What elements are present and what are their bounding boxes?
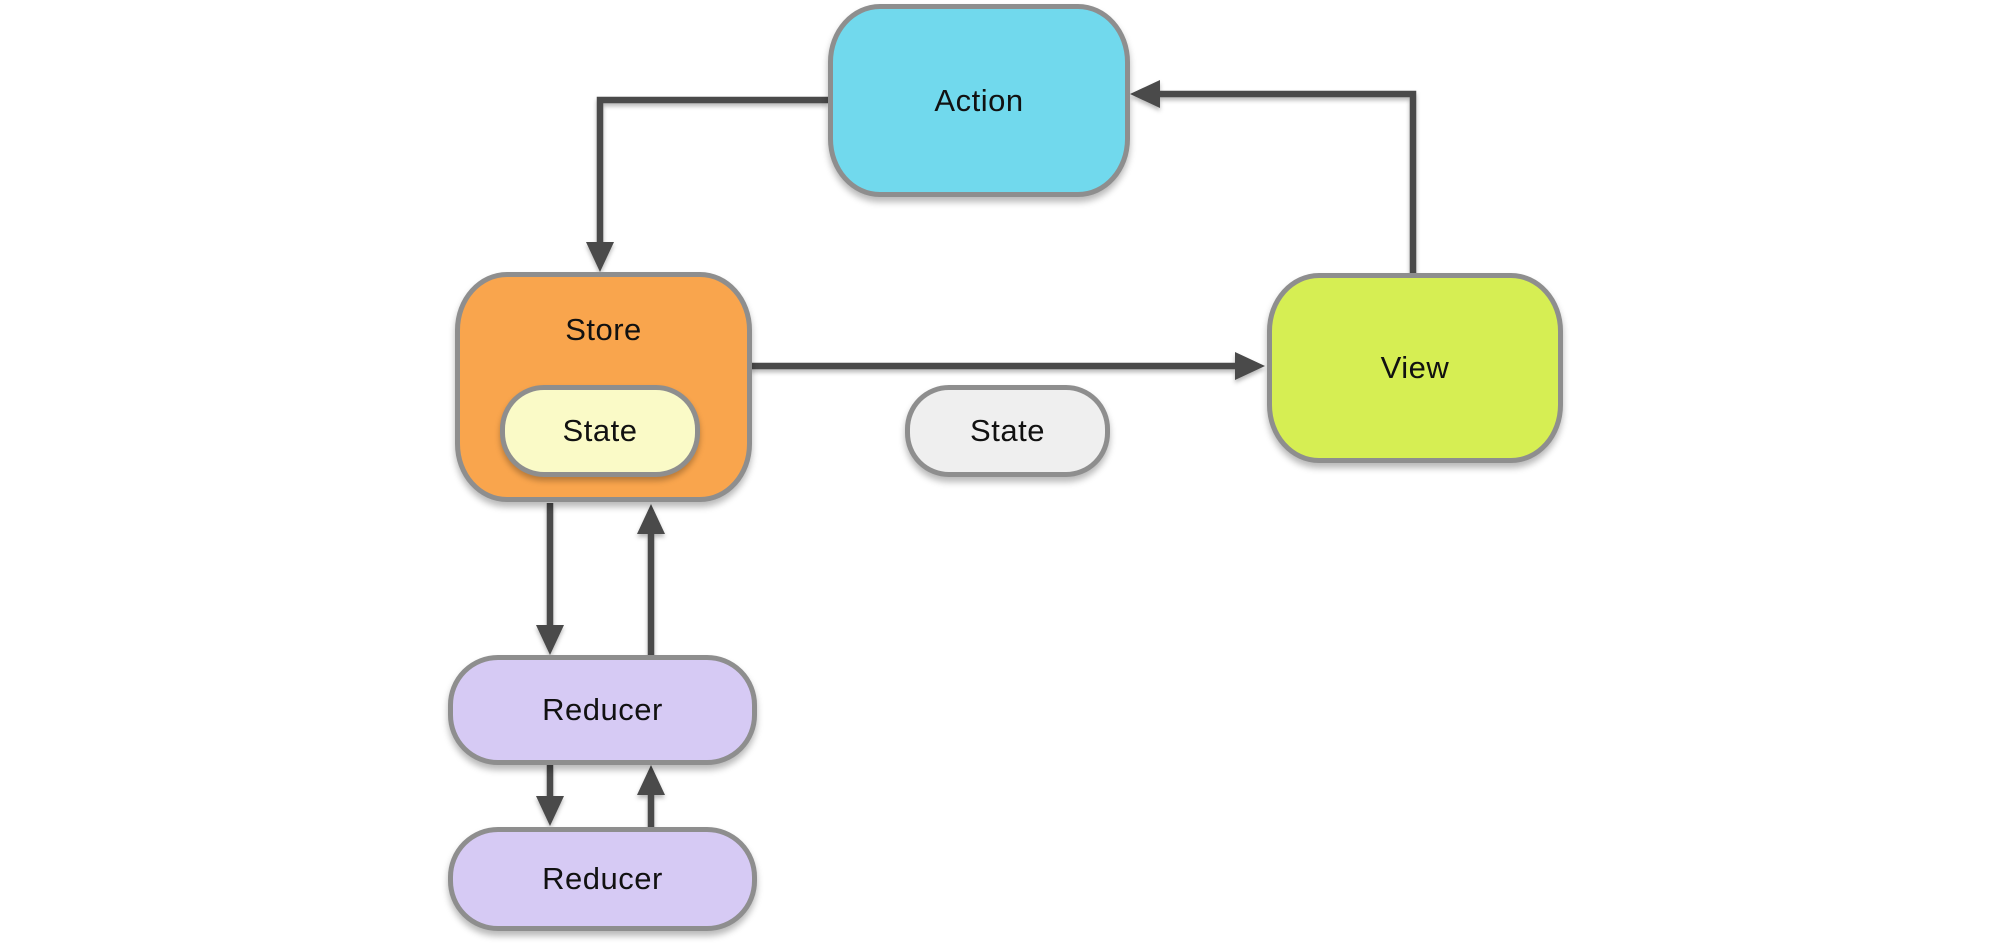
node-reducer-bottom: Reducer (448, 827, 757, 931)
node-view: View (1267, 273, 1563, 463)
action-label: Action (934, 82, 1024, 118)
arrow-view-to-action (1130, 80, 1417, 273)
state-label: State (970, 413, 1045, 448)
view-label: View (1380, 350, 1450, 385)
store-label: Store (565, 311, 642, 347)
node-store: Store State (455, 272, 752, 502)
node-store-state: State (500, 385, 700, 477)
arrow-action-to-store (586, 96, 828, 272)
store-state-label: State (562, 413, 638, 448)
reducer-bottom-label: Reducer (542, 861, 663, 896)
node-action: Action (828, 4, 1130, 197)
node-state: State (905, 385, 1110, 477)
store-title-area: Store (460, 277, 747, 382)
node-reducer-top: Reducer (448, 655, 757, 765)
reducer-top-label: Reducer (542, 692, 663, 727)
